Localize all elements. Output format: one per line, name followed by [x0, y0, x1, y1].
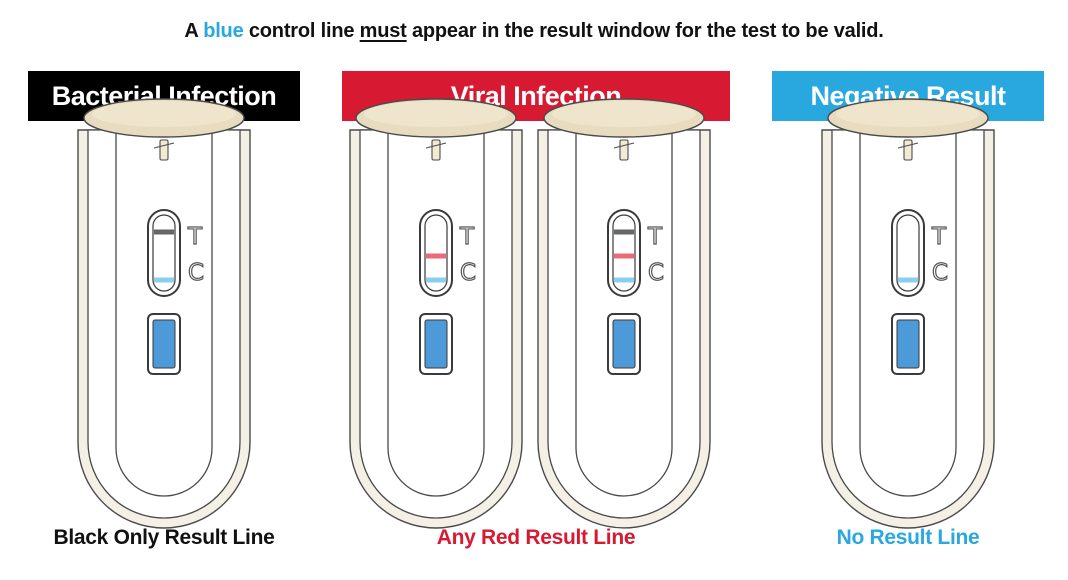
- black-result-line: [614, 229, 634, 235]
- blue-result-line: [614, 277, 634, 283]
- blue-result-line: [426, 277, 446, 283]
- negative-result-banner: Negative Result: [772, 71, 1044, 121]
- test-line-label: T: [647, 224, 663, 250]
- black-result-line: [154, 229, 174, 235]
- red-result-line: [426, 253, 446, 259]
- sample-well-fill: [896, 319, 920, 369]
- device-nozzle: [431, 139, 441, 161]
- control-line-label: C: [932, 260, 948, 286]
- device-cap-highlight: [836, 101, 980, 127]
- test-device: TC: [77, 98, 251, 529]
- device-nozzle: [903, 139, 913, 161]
- control-line-label: C: [188, 260, 204, 286]
- device-cassette: [387, 127, 485, 497]
- device-cap-highlight: [364, 101, 508, 127]
- device-cassette: [115, 127, 213, 497]
- negative-caption: No Result Line: [836, 526, 980, 549]
- sample-well-fill: [152, 319, 176, 369]
- test-device: TC: [537, 98, 711, 529]
- sample-well-fill: [612, 319, 636, 369]
- result-strip: [424, 214, 448, 292]
- device-nozzle: [159, 139, 169, 161]
- red-result-line: [614, 253, 634, 259]
- blue-result-line: [154, 277, 174, 283]
- device-cassette: [575, 127, 673, 497]
- must-word: must: [359, 20, 407, 42]
- blue-result-line: [898, 277, 918, 283]
- bacterial-caption: Black Only Result Line: [53, 526, 275, 549]
- device-nozzle: [619, 139, 629, 161]
- test-line-label: T: [459, 224, 475, 250]
- test-line-label: T: [931, 224, 947, 250]
- test-device: TC: [349, 98, 523, 529]
- validity-instruction: A blue control line must appear in the r…: [184, 20, 884, 42]
- test-device: TC: [821, 98, 995, 529]
- control-line-label: C: [460, 260, 476, 286]
- device-cap-highlight: [552, 101, 696, 127]
- viral-caption: Any Red Result Line: [436, 526, 636, 549]
- sample-well-fill: [424, 319, 448, 369]
- test-line-label: T: [187, 224, 203, 250]
- device-cassette: [859, 127, 957, 497]
- control-line-label: C: [648, 260, 664, 286]
- blue-word: blue: [203, 20, 244, 42]
- device-cap-highlight: [92, 101, 236, 127]
- result-strip: [896, 214, 920, 292]
